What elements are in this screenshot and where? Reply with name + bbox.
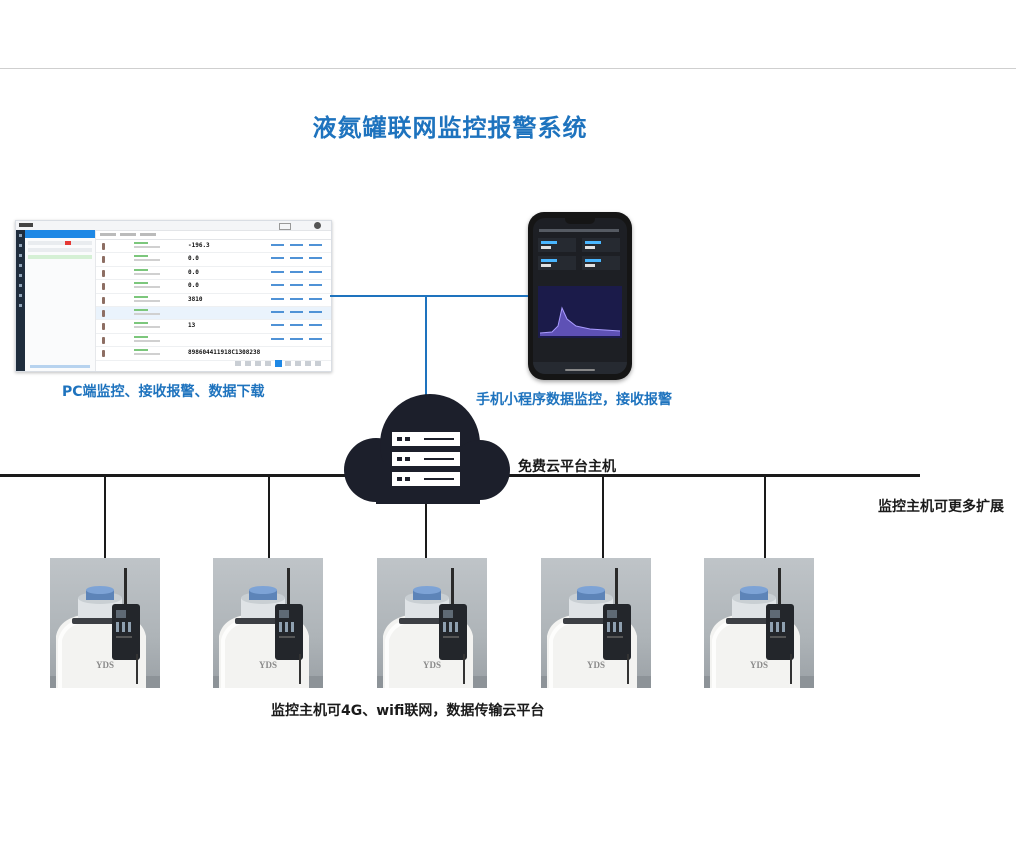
server-cloud-icon — [340, 392, 510, 512]
drop-line — [764, 477, 766, 559]
tank-label: YDS — [423, 660, 441, 670]
tank-label: YDS — [96, 660, 114, 670]
top-divider — [0, 68, 1016, 69]
tank-label: YDS — [587, 660, 605, 670]
tank-label: YDS — [750, 660, 768, 670]
pc-sidebar — [16, 230, 25, 371]
monitored-tank-5: YDS — [704, 558, 814, 688]
pc-device-table: -196.3 0.0 0.0 0.0 3810 13 898604411918C… — [96, 230, 331, 371]
phone-screen — [533, 218, 627, 374]
phone-kpi — [538, 256, 576, 270]
reading-value: -196.3 — [188, 242, 210, 249]
phone-screenshot — [528, 212, 632, 380]
pc-client-screenshot: -196.3 0.0 0.0 0.0 3810 13 898604411918C… — [15, 220, 332, 372]
pc-topbar-button — [279, 223, 291, 230]
table-row — [96, 334, 331, 348]
table-row — [96, 306, 331, 321]
monitored-tank-2: YDS — [213, 558, 323, 688]
devices-caption: 监控主机可4G、wifi联网，数据传输云平台 — [271, 703, 545, 719]
table-row: -196.3 — [96, 240, 331, 254]
expand-note: 监控主机可更多扩展 — [878, 499, 1004, 515]
drop-line — [104, 477, 106, 559]
cloud-uplink — [425, 295, 427, 397]
pc-pagination — [235, 360, 325, 367]
tank-label: YDS — [259, 660, 277, 670]
cloud-label: 免费云平台主机 — [518, 459, 616, 475]
table-row: 0.0 — [96, 253, 331, 267]
reading-value: 898604411918C1308238 — [188, 349, 261, 357]
phone-kpi — [582, 238, 620, 252]
pc-phone-link — [330, 295, 528, 297]
pc-avatar-icon — [314, 222, 321, 229]
table-row: 3810 — [96, 294, 331, 307]
pc-logo — [19, 223, 33, 227]
reading-value: 13 — [188, 322, 196, 330]
table-row: 0.0 — [96, 267, 331, 281]
table-row: 0.0 — [96, 280, 331, 294]
reading-value: 0.0 — [188, 255, 199, 263]
reading-value: 3810 — [188, 295, 203, 303]
monitored-tank-1: YDS — [50, 558, 160, 688]
diagram-title: 液氮罐联网监控报警系统 — [312, 114, 588, 142]
phone-kpi — [582, 256, 620, 270]
table-row: 13 — [96, 320, 331, 334]
monitored-tank-4: YDS — [541, 558, 651, 688]
phone-caption: 手机小程序数据监控，接收报警 — [476, 392, 672, 408]
pc-topbar — [16, 221, 331, 231]
pc-caption: PC端监控、接收报警、数据下载 — [62, 384, 265, 400]
phone-tabbar — [533, 362, 627, 374]
monitored-tank-3: YDS — [377, 558, 487, 688]
phone-trend-chart — [538, 286, 622, 338]
reading-value: 0.0 — [188, 268, 199, 276]
table-row: 898604411918C1308238 — [96, 347, 331, 361]
reading-value: 0.0 — [188, 282, 199, 290]
pc-device-tree — [25, 230, 96, 371]
drop-line — [602, 477, 604, 559]
alarm-badge — [65, 241, 71, 245]
phone-kpi — [538, 238, 576, 252]
drop-line — [268, 477, 270, 559]
drop-line — [425, 477, 427, 559]
